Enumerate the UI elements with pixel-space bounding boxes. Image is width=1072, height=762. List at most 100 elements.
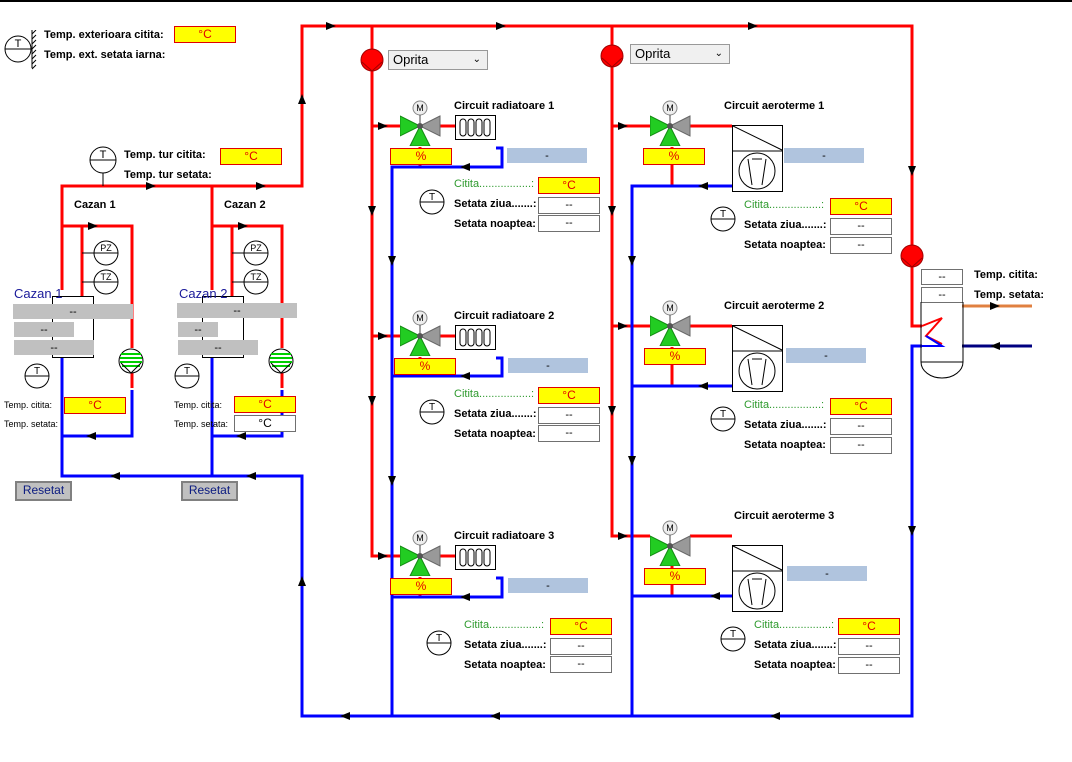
radiator-circuit-1-night-label: Setata noaptea:	[454, 218, 536, 230]
flow-set-label: Temp. tur setata:	[124, 169, 212, 181]
radiator-circuit-1-day-value[interactable]: --	[538, 197, 600, 214]
radiator-icon	[455, 115, 496, 140]
hot-water-tank-icon	[920, 302, 964, 379]
boiler-2-set-label: Temp. setata:	[174, 419, 229, 429]
aerotherm-circuit-1-night-value[interactable]: --	[830, 237, 892, 254]
aerotherm-circuit-2-title: Circuit aeroterme 2	[724, 300, 825, 312]
radiator-circuit-3-night-label: Setata noaptea:	[464, 659, 546, 671]
aerotherm-circuit-3-day-value[interactable]: --	[838, 638, 900, 655]
pump-1-mode-select[interactable]: Oprita ⌄	[388, 50, 488, 70]
three-way-valve-icon: M	[400, 310, 441, 356]
radiator-circuit-3-status: -	[508, 578, 588, 593]
svg-text:TZ: TZ	[251, 272, 262, 282]
pump-1-mode-value: Oprita	[393, 52, 429, 67]
radiator-circuit-3-night-value[interactable]: --	[550, 656, 612, 673]
flow-arrows	[86, 22, 1000, 720]
aerotherm-circuit-1-valve-value: %	[643, 148, 705, 165]
aerotherm-circuit-1-night-label: Setata noaptea:	[744, 239, 826, 251]
radiator-circuit-1-read-value: °C	[538, 177, 600, 194]
boiler-1-status-1: --	[13, 304, 133, 319]
svg-text:M: M	[666, 103, 674, 113]
radiator-icon	[455, 325, 496, 350]
pump-2-mode-select[interactable]: Oprita ⌄	[630, 44, 730, 64]
radiator-circuit-1-day-label: Setata ziua.......:	[454, 198, 537, 210]
aerotherm-circuit-2-valve-value: %	[644, 348, 706, 365]
tank-set-value: --	[921, 287, 963, 303]
svg-text:T: T	[184, 366, 190, 377]
aerotherm-circuit-1-status: -	[784, 148, 864, 163]
radiator-circuit-2-day-value[interactable]: --	[538, 407, 600, 424]
outdoor-read-label: Temp. exterioara citita:	[44, 29, 164, 41]
aerotherm-circuit-3-night-value[interactable]: --	[838, 657, 900, 674]
aerotherm-circuit-1-day-value[interactable]: --	[830, 218, 892, 235]
radiator-circuit-2-day-label: Setata ziua.......:	[454, 408, 537, 420]
svg-text:T: T	[15, 38, 22, 50]
circuit-pump-1-icon	[360, 48, 384, 72]
boiler-1-instruments: PZ TZ	[82, 240, 119, 295]
boiler-2-set-value[interactable]: °C	[234, 415, 296, 432]
boiler-2-name: Cazan 2	[179, 286, 228, 301]
svg-text:M: M	[666, 523, 674, 533]
boiler-2-reset-button[interactable]: Resetat	[181, 481, 238, 501]
chevron-down-icon: ⌄	[714, 48, 723, 59]
coil-cold	[922, 335, 946, 347]
aerotherm-circuit-1-read-value: °C	[830, 198, 892, 215]
tank-read-label: Temp. citita:	[974, 269, 1038, 281]
radiator-circuit-3-day-value[interactable]: --	[550, 638, 612, 655]
three-way-valve-icon: M	[650, 100, 691, 146]
chevron-down-icon: ⌄	[472, 54, 481, 65]
temperature-sensor-icon: T	[419, 399, 445, 425]
svg-text:M: M	[416, 533, 424, 543]
boiler-tank-pump-icon	[900, 244, 924, 268]
aerotherm-circuit-2-status: -	[786, 348, 866, 363]
svg-text:T: T	[730, 629, 736, 640]
aerotherm-circuit-3-status: -	[787, 566, 867, 581]
boiler-1-read-label: Temp. citita:	[4, 400, 53, 410]
three-way-valve-icon: M	[650, 300, 691, 346]
tank-read-value: --	[921, 269, 963, 285]
radiator-circuit-1-valve-value: %	[390, 148, 452, 165]
pump-2-mode-value: Oprita	[635, 46, 671, 61]
boiler-1-status-3: --	[14, 340, 94, 355]
boiler-1-title: Cazan 1	[74, 199, 116, 211]
radiator-circuit-3-read-label: Citita.................:	[464, 619, 545, 631]
flow-read-label: Temp. tur citita:	[124, 149, 206, 161]
outdoor-set-label: Temp. ext. setata iarna:	[44, 49, 166, 61]
svg-text:T: T	[720, 409, 726, 420]
boiler-1-sensor-icon: T	[24, 363, 50, 389]
fan-heater-icon	[732, 125, 783, 192]
boiler-1-reset-button[interactable]: Resetat	[15, 481, 72, 501]
aerotherm-circuit-2-night-value[interactable]: --	[830, 437, 892, 454]
aerotherm-circuit-3-day-label: Setata ziua.......:	[754, 639, 837, 651]
svg-text:T: T	[100, 149, 107, 161]
aerotherm-circuit-3-read-value: °C	[838, 618, 900, 635]
aerotherm-circuit-2-read-value: °C	[830, 398, 892, 415]
radiator-circuit-2-read-value: °C	[538, 387, 600, 404]
radiator-circuit-1-night-value[interactable]: --	[538, 215, 600, 232]
radiator-circuit-1-title: Circuit radiatoare 1	[454, 100, 555, 112]
fan-heater-icon	[732, 325, 783, 392]
tank-set-label: Temp. setata:	[974, 289, 1045, 301]
radiator-circuit-2-title: Circuit radiatoare 2	[454, 310, 555, 322]
aerotherm-circuit-2-read-label: Citita.................:	[744, 399, 825, 411]
three-way-valve-icon: M	[650, 520, 691, 566]
radiator-circuit-3-valve-value: %	[390, 578, 452, 595]
aerotherm-circuit-1-title: Circuit aeroterme 1	[724, 100, 825, 112]
aerotherm-circuit-1-read-label: Citita.................:	[744, 199, 825, 211]
aerotherm-circuit-2-day-value[interactable]: --	[830, 418, 892, 435]
svg-text:T: T	[429, 192, 435, 203]
boiler-2-instruments: PZ TZ	[232, 240, 269, 295]
temperature-sensor-icon: T	[710, 206, 736, 232]
radiator-circuit-2-night-value[interactable]: --	[538, 425, 600, 442]
boiler-2-status-3: --	[178, 340, 258, 355]
boiler-2-status-1: --	[177, 303, 297, 318]
boiler-1-pump-icon	[118, 348, 144, 374]
top-border	[0, 0, 1072, 2]
svg-text:M: M	[416, 103, 424, 113]
outdoor-read-value: °C	[174, 26, 236, 43]
radiator-circuit-2-valve-value: %	[394, 358, 456, 375]
svg-text:T: T	[429, 402, 435, 413]
boiler-2-read-value: °C	[234, 396, 296, 413]
boiler-2-sensor-icon: T	[174, 363, 200, 389]
svg-text:TZ: TZ	[101, 272, 112, 282]
